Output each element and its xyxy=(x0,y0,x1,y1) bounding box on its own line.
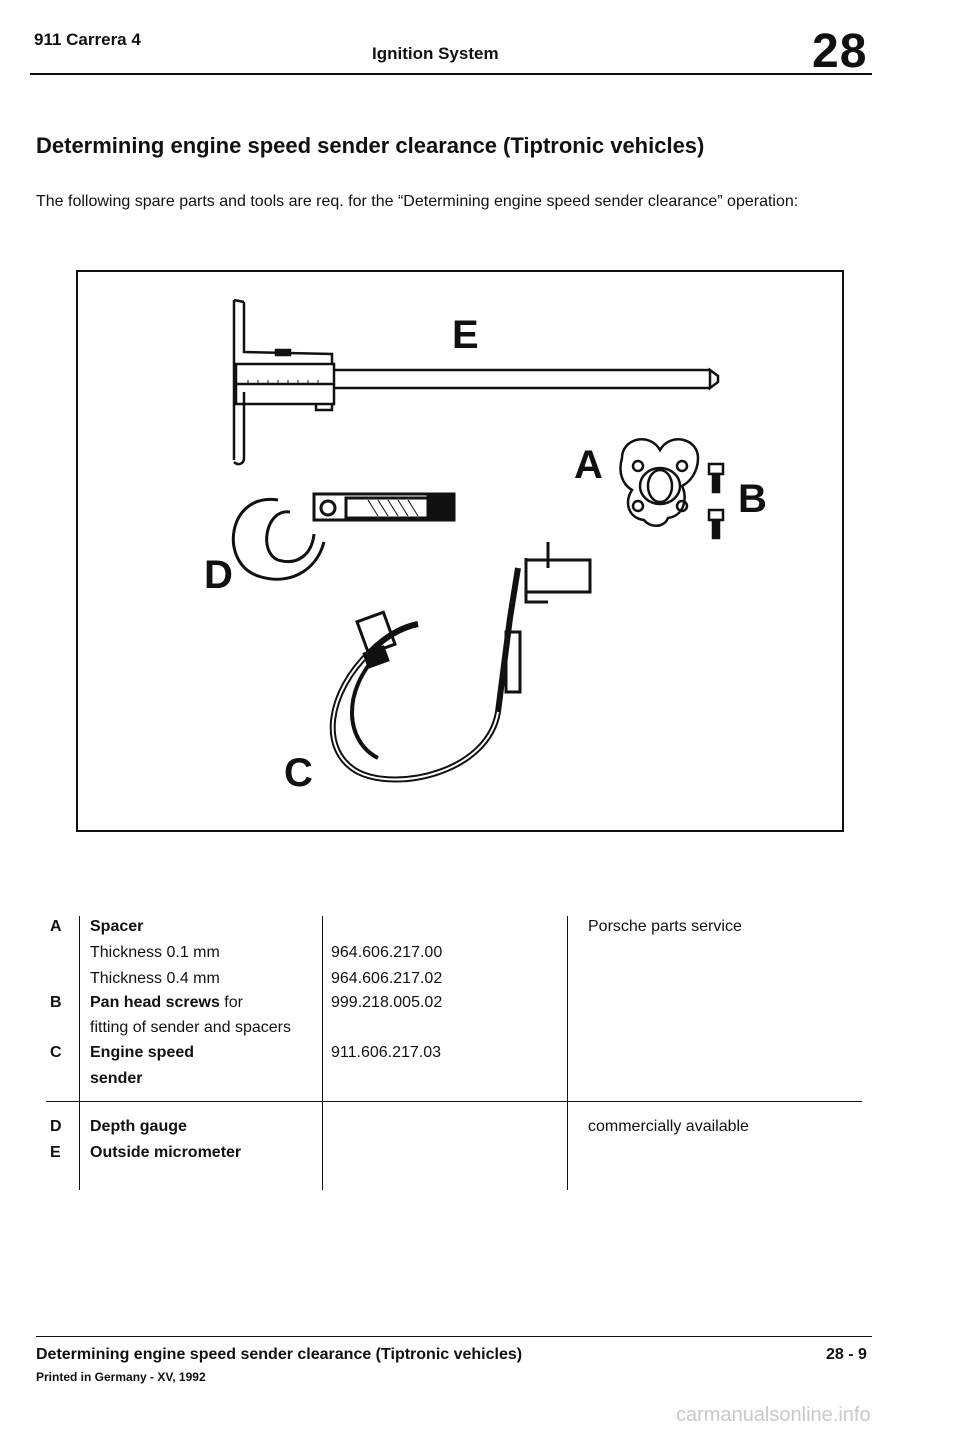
label-d: D xyxy=(204,553,233,597)
table-divider xyxy=(79,916,80,1190)
table-row-detail: for xyxy=(219,994,243,1011)
table-row-name: Spacer xyxy=(90,918,144,935)
table-row-name: sender xyxy=(90,1070,143,1087)
page-title: Determining engine speed sender clearanc… xyxy=(36,133,705,158)
table-divider xyxy=(322,916,323,1190)
table-row-letter: B xyxy=(50,994,62,1011)
label-e: E xyxy=(452,313,479,357)
table-row-letter: A xyxy=(50,918,62,935)
footer-rule xyxy=(36,1336,872,1337)
table-divider xyxy=(567,916,568,1190)
table-row-letter: C xyxy=(50,1044,62,1061)
table-row-detail: Thickness 0.1 mm xyxy=(90,944,220,961)
table-row-part-number: 964.606.217.02 xyxy=(331,970,443,987)
footer-page-number: 28 - 9 xyxy=(826,1346,867,1363)
label-c: C xyxy=(284,751,313,795)
micrometer-drawing xyxy=(231,492,456,581)
table-row-name: Depth gauge xyxy=(90,1118,187,1135)
table-row-name-line: Pan head screws for xyxy=(90,990,243,1016)
label-b: B xyxy=(738,477,767,521)
screws-drawing xyxy=(707,462,725,540)
table-row-letter: E xyxy=(50,1144,61,1161)
table-row-detail: Thickness 0.4 mm xyxy=(90,970,220,987)
header-chapter-number: 28 xyxy=(812,25,868,78)
footer-printed: Printed in Germany - XV, 1992 xyxy=(36,1370,206,1384)
tools-illustration: E A B D C xyxy=(76,270,844,832)
engine-speed-sender-drawing xyxy=(329,542,592,783)
table-row-source: Porsche parts service xyxy=(588,918,742,935)
table-row-name: Outside micrometer xyxy=(90,1144,242,1161)
table-row-part-number: 911.606.217.03 xyxy=(331,1044,442,1061)
table-separator xyxy=(46,1101,862,1102)
table-row-name: Engine speed xyxy=(90,1044,195,1061)
intro-text: The following spare parts and tools are … xyxy=(36,193,799,210)
header-rule xyxy=(30,73,872,75)
table-row-name: Pan head screws xyxy=(90,994,220,1011)
watermark: carmanualsonline.info xyxy=(676,1404,871,1426)
depth-gauge-scale xyxy=(247,380,319,385)
table-row-source: commercially available xyxy=(588,1118,749,1135)
label-a: A xyxy=(574,443,603,487)
table-row-part-number: 999.218.005.02 xyxy=(331,994,443,1011)
header-section: Ignition System xyxy=(372,44,499,63)
table-row-letter: D xyxy=(50,1118,62,1135)
spacer-drawing xyxy=(619,438,700,527)
tools-drawing: E A B D C xyxy=(204,298,767,795)
header-model: 911 Carrera 4 xyxy=(34,30,141,49)
table-row-part-number: 964.606.217.00 xyxy=(331,944,443,961)
table-row-detail: fitting of sender and spacers xyxy=(90,1019,292,1036)
footer-title: Determining engine speed sender clearanc… xyxy=(36,1346,523,1363)
micrometer-knurl xyxy=(367,499,419,517)
